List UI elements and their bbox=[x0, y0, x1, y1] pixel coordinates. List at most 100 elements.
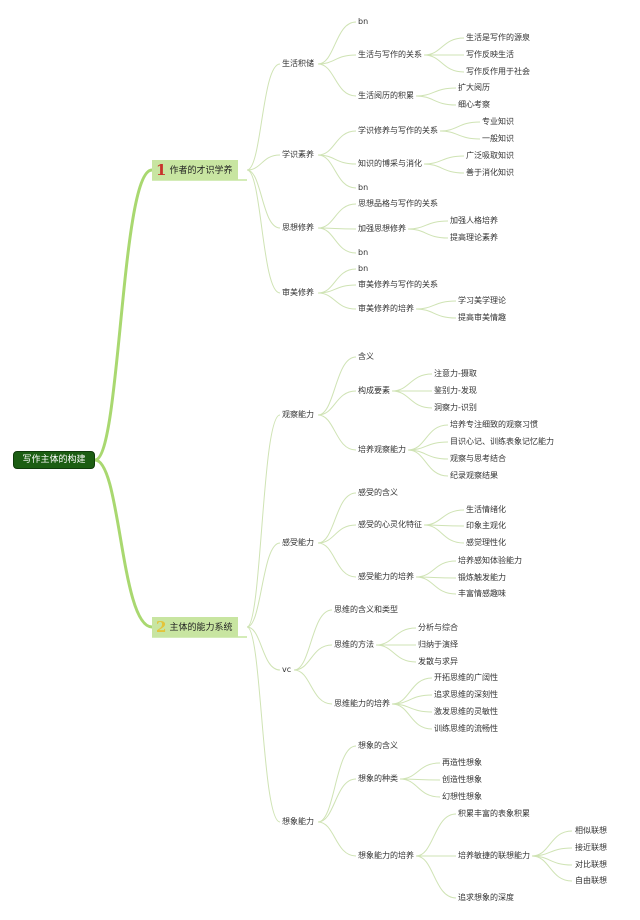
leaf-node[interactable]: 接近联想 bbox=[575, 843, 607, 852]
subtopic-node[interactable]: 思维能力的培养 bbox=[334, 699, 390, 708]
leaf-node[interactable]: 分析与综合 bbox=[418, 623, 458, 632]
leaf-node[interactable]: 归纳于演绎 bbox=[418, 640, 458, 649]
leaf-node[interactable]: 洞察力-识别 bbox=[434, 403, 477, 412]
leaf-node[interactable]: 鉴别力-发现 bbox=[434, 386, 477, 395]
sub-connector bbox=[317, 154, 357, 189]
subtopic-node[interactable]: 含义 bbox=[358, 352, 374, 361]
subtopic-node[interactable]: bn bbox=[358, 17, 369, 26]
leaf-node[interactable]: 训练思维的流畅性 bbox=[434, 724, 498, 733]
sub-connector bbox=[317, 821, 357, 857]
sub-connector bbox=[317, 778, 357, 823]
leaf-node[interactable]: 善于消化知识 bbox=[466, 168, 514, 177]
topic-knowledge-literacy[interactable]: 学识素养 bbox=[282, 150, 314, 159]
leaf-node[interactable]: 激发思维的灵敏性 bbox=[434, 707, 498, 716]
sub-connector bbox=[317, 356, 357, 416]
leaf-node[interactable]: 相似联想 bbox=[575, 826, 607, 835]
subtopic-node[interactable]: bn bbox=[358, 264, 369, 273]
topic-life-accumulation[interactable]: 生活积储 bbox=[282, 59, 314, 68]
leaf-node[interactable]: 提高审美情趣 bbox=[458, 313, 506, 322]
leaf-node[interactable]: 生活是写作的源泉 bbox=[466, 33, 530, 42]
subtopic-node[interactable]: 感受能力的培养 bbox=[358, 572, 414, 581]
leaf-node[interactable]: 扩大阅历 bbox=[458, 83, 490, 92]
topic-aesthetic-cultivation[interactable]: 审美修养 bbox=[282, 288, 314, 297]
leaf-connector bbox=[531, 855, 573, 882]
leaf-node[interactable]: 培养专注细致的观察习惯 bbox=[450, 420, 538, 429]
leaf-node[interactable]: 加强人格培养 bbox=[450, 216, 498, 225]
subtopic-node[interactable]: 加强思想修养 bbox=[358, 224, 406, 233]
subtopic-node[interactable]: 感受的含义 bbox=[358, 488, 398, 497]
subtopic-node[interactable]: 知识的博采与消化 bbox=[358, 159, 422, 168]
branch-connector bbox=[246, 542, 281, 628]
topic-imagination-ability[interactable]: 想象能力 bbox=[282, 817, 314, 826]
leaf-connector bbox=[415, 308, 457, 319]
sub-connector bbox=[317, 21, 357, 65]
leaf-connector bbox=[391, 677, 433, 705]
subtopic-node[interactable]: 想象能力的培养 bbox=[358, 851, 414, 860]
subtopic-node[interactable]: 想象的种类 bbox=[358, 774, 398, 783]
leaf-node[interactable]: 注意力-摄取 bbox=[434, 369, 477, 378]
subtopic-node[interactable]: 思想品格与写作的关系 bbox=[358, 199, 438, 208]
subtopic-node[interactable]: 构成要素 bbox=[358, 386, 390, 395]
branch-connector bbox=[246, 154, 281, 171]
topic-perception-ability[interactable]: 感受能力 bbox=[282, 538, 314, 547]
sub-connector bbox=[317, 227, 357, 254]
topic-ideological-cultivation[interactable]: 思想修养 bbox=[282, 223, 314, 232]
leaf-node[interactable]: 提高理论素养 bbox=[450, 233, 498, 242]
root-node[interactable]: 写作主体的构建 bbox=[13, 451, 95, 469]
subtopic-node[interactable]: bn bbox=[358, 248, 369, 257]
leaf-node[interactable]: 写作反作用于社会 bbox=[466, 67, 530, 76]
leaf-connector bbox=[531, 830, 573, 857]
leaf-node[interactable]: 再造性想象 bbox=[442, 758, 482, 767]
sub-connector bbox=[317, 542, 357, 578]
leaf-node[interactable]: 开拓思维的广阔性 bbox=[434, 673, 498, 682]
subtopic-node[interactable]: 生活阅历的积累 bbox=[358, 91, 414, 100]
leaf-node[interactable]: 目识心记、训练表象记忆能力 bbox=[450, 437, 554, 446]
subtopic-node[interactable]: bn bbox=[358, 183, 369, 192]
topic-thinking-ability[interactable]: vc bbox=[282, 665, 292, 674]
subtopic-node[interactable]: 生活与写作的关系 bbox=[358, 50, 422, 59]
leaf-node[interactable]: 一般知识 bbox=[482, 134, 514, 143]
leaf-connector bbox=[375, 627, 417, 646]
topic-observation-ability[interactable]: 观察能力 bbox=[282, 410, 314, 419]
subtopic-node[interactable]: 思维的方法 bbox=[334, 640, 374, 649]
leaf-connector bbox=[423, 37, 465, 56]
subtopic-node[interactable]: 审美修养与写作的关系 bbox=[358, 280, 438, 289]
leaf-node[interactable]: 生活情绪化 bbox=[466, 505, 506, 514]
leaf-node[interactable]: 自由联想 bbox=[575, 876, 607, 885]
leaf-connector bbox=[439, 130, 481, 140]
subtopic-node[interactable]: 学识修养与写作的关系 bbox=[358, 126, 438, 135]
leaf-node[interactable]: 纪录观察结果 bbox=[450, 471, 498, 480]
leaf-node[interactable]: 创造性想象 bbox=[442, 775, 482, 784]
leaf-node[interactable]: 丰富情感趣味 bbox=[458, 589, 506, 598]
leaf-node[interactable]: 写作反映生活 bbox=[466, 50, 514, 59]
subtopic-node[interactable]: 想象的含义 bbox=[358, 741, 398, 750]
leaf-node[interactable]: 培养敏捷的联想能力 bbox=[458, 851, 530, 860]
leaf-node[interactable]: 幻想性想象 bbox=[442, 792, 482, 801]
leaf-node[interactable]: 广泛吸取知识 bbox=[466, 151, 514, 160]
leaf-node[interactable]: 感觉理性化 bbox=[466, 538, 506, 547]
subtopic-node[interactable]: 思维的含义和类型 bbox=[334, 605, 398, 614]
subtopic-node[interactable]: 感受的心灵化特征 bbox=[358, 520, 422, 529]
branch-number-1: 1 bbox=[156, 161, 167, 179]
leaf-node[interactable]: 印象主观化 bbox=[466, 521, 506, 530]
leaf-node[interactable]: 追求思维的深刻性 bbox=[434, 690, 498, 699]
sub-connector bbox=[293, 644, 333, 671]
branch-label-2: 主体的能力系统 bbox=[169, 623, 233, 633]
sub-connector bbox=[317, 492, 357, 544]
leaf-node[interactable]: 追求想象的深度 bbox=[458, 893, 514, 902]
sub-connector bbox=[317, 390, 357, 416]
subtopic-node[interactable]: 审美修养的培养 bbox=[358, 304, 414, 313]
leaf-node[interactable]: 对比联想 bbox=[575, 860, 607, 869]
leaf-node[interactable]: 培养感知体验能力 bbox=[458, 556, 522, 565]
leaf-node[interactable]: 锻炼触发能力 bbox=[458, 573, 506, 582]
leaf-node[interactable]: 观察与思考结合 bbox=[450, 454, 506, 463]
leaf-node[interactable]: 积累丰富的表象积累 bbox=[458, 809, 530, 818]
leaf-node[interactable]: 细心考察 bbox=[458, 100, 490, 109]
leaf-node[interactable]: 学习美学理论 bbox=[458, 296, 506, 305]
subtopic-node[interactable]: 培养观察能力 bbox=[358, 445, 406, 454]
leaf-node[interactable]: 专业知识 bbox=[482, 117, 514, 126]
leaf-node[interactable]: 发散与求异 bbox=[418, 657, 458, 666]
